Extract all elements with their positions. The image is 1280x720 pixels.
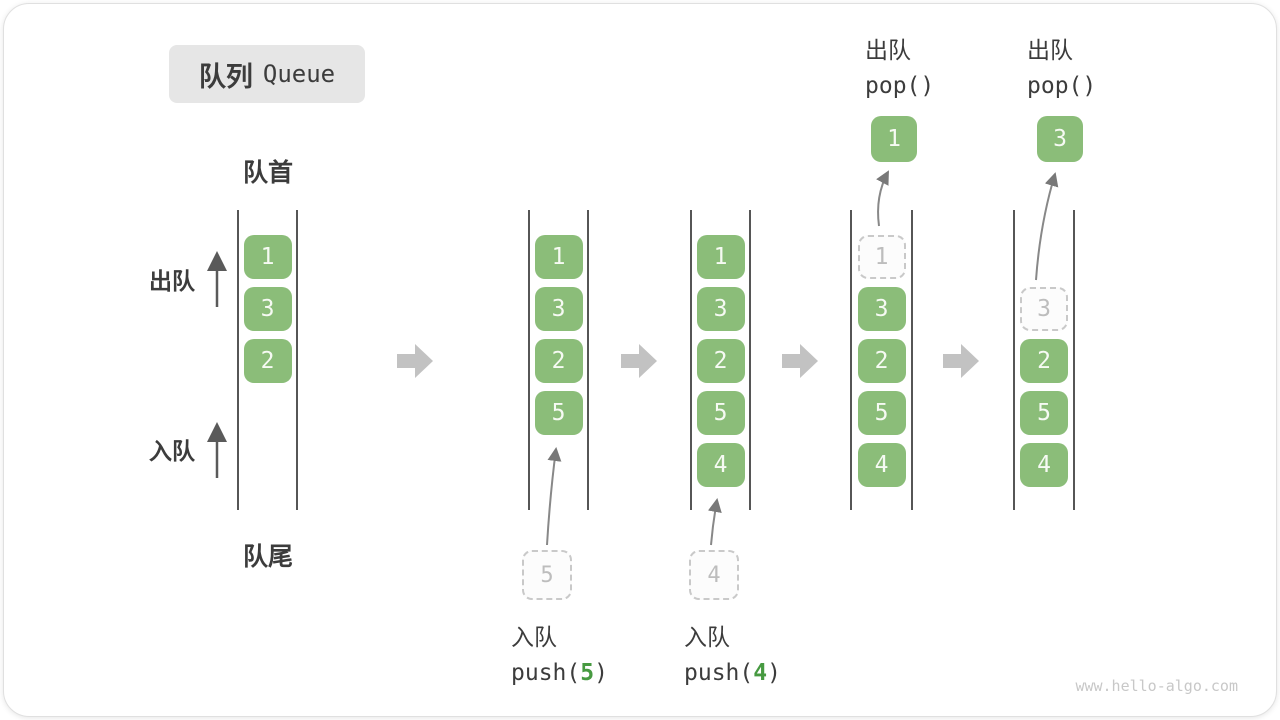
queue-state-4: 1 3 2 5 4: [850, 210, 913, 510]
queue-4-slot-1-dashed: 1: [857, 235, 906, 279]
queue-4-slot-2: 3: [857, 287, 906, 331]
op-push-5-code: push(5): [511, 660, 608, 686]
queue-2-slot-2: 3: [534, 287, 583, 331]
queue-3-slot-2: 3: [696, 287, 745, 331]
diagram-canvas: [3, 3, 1277, 717]
op-code-pre: push(: [511, 660, 581, 686]
op-code-post: ): [594, 660, 608, 686]
op-pop-3-code: pop(): [1027, 73, 1097, 99]
op-code-arg: 4: [753, 660, 768, 686]
label-enqueue-side: 入队: [149, 438, 195, 464]
title-zh: 队列: [198, 61, 253, 92]
queue-5-slot-4: 5: [1020, 391, 1068, 435]
op-push-4-label: 入队: [684, 624, 730, 650]
staged-element-5: 5: [522, 550, 572, 600]
queue-2-slot-4: 5: [534, 391, 583, 435]
queue-5-slot-3: 2: [1020, 339, 1068, 383]
op-pop-1: 出队 pop(): [865, 31, 934, 99]
queue-5-slot-5: 4: [1020, 443, 1068, 487]
title-en: Queue: [262, 60, 336, 88]
op-pop-3: 出队 pop(): [1027, 31, 1096, 99]
op-code-arg: 5: [580, 660, 595, 686]
queue-1-slot-2: 3: [243, 287, 292, 331]
queue-1-slot-3: 2: [243, 339, 292, 383]
watermark: www.hello-algo.com: [1075, 677, 1238, 695]
queue-3-slot-5: 4: [696, 443, 745, 487]
label-queue-front: 队首: [243, 159, 294, 187]
queue-state-1: 1 3 2: [237, 210, 298, 510]
queue-state-3: 1 3 2 5 4: [690, 210, 751, 510]
diagram-title: 队列 Queue: [169, 45, 365, 103]
queue-1-slot-1: 1: [243, 235, 292, 279]
queue-4-slot-5: 4: [857, 443, 906, 487]
op-code-pre: push(: [684, 660, 754, 686]
popped-element-3: 3: [1037, 116, 1083, 162]
queue-state-5: 3 2 5 4: [1013, 210, 1075, 510]
op-code-post: ): [767, 660, 781, 686]
op-pop-1-label: 出队: [865, 37, 911, 63]
queue-4-slot-3: 2: [857, 339, 906, 383]
queue-state-2: 1 3 2 5: [528, 210, 589, 510]
op-push-5: 入队 push(5): [511, 618, 608, 686]
op-pop-1-code: pop(): [865, 73, 935, 99]
queue-2-slot-3: 2: [534, 339, 583, 383]
op-pop-3-label: 出队: [1027, 37, 1073, 63]
staged-element-4: 4: [689, 550, 739, 600]
queue-2-slot-1: 1: [534, 235, 583, 279]
queue-3-slot-4: 5: [696, 391, 745, 435]
queue-3-slot-1: 1: [696, 235, 745, 279]
queue-4-slot-4: 5: [857, 391, 906, 435]
op-push-4: 入队 push(4): [684, 618, 781, 686]
label-queue-rear: 队尾: [243, 543, 294, 571]
queue-3-slot-3: 2: [696, 339, 745, 383]
op-push-5-label: 入队: [511, 624, 557, 650]
label-dequeue-side: 出队: [149, 268, 195, 294]
popped-element-1: 1: [871, 116, 917, 162]
queue-5-slot-2-dashed: 3: [1020, 287, 1068, 331]
op-push-4-code: push(4): [684, 660, 781, 686]
